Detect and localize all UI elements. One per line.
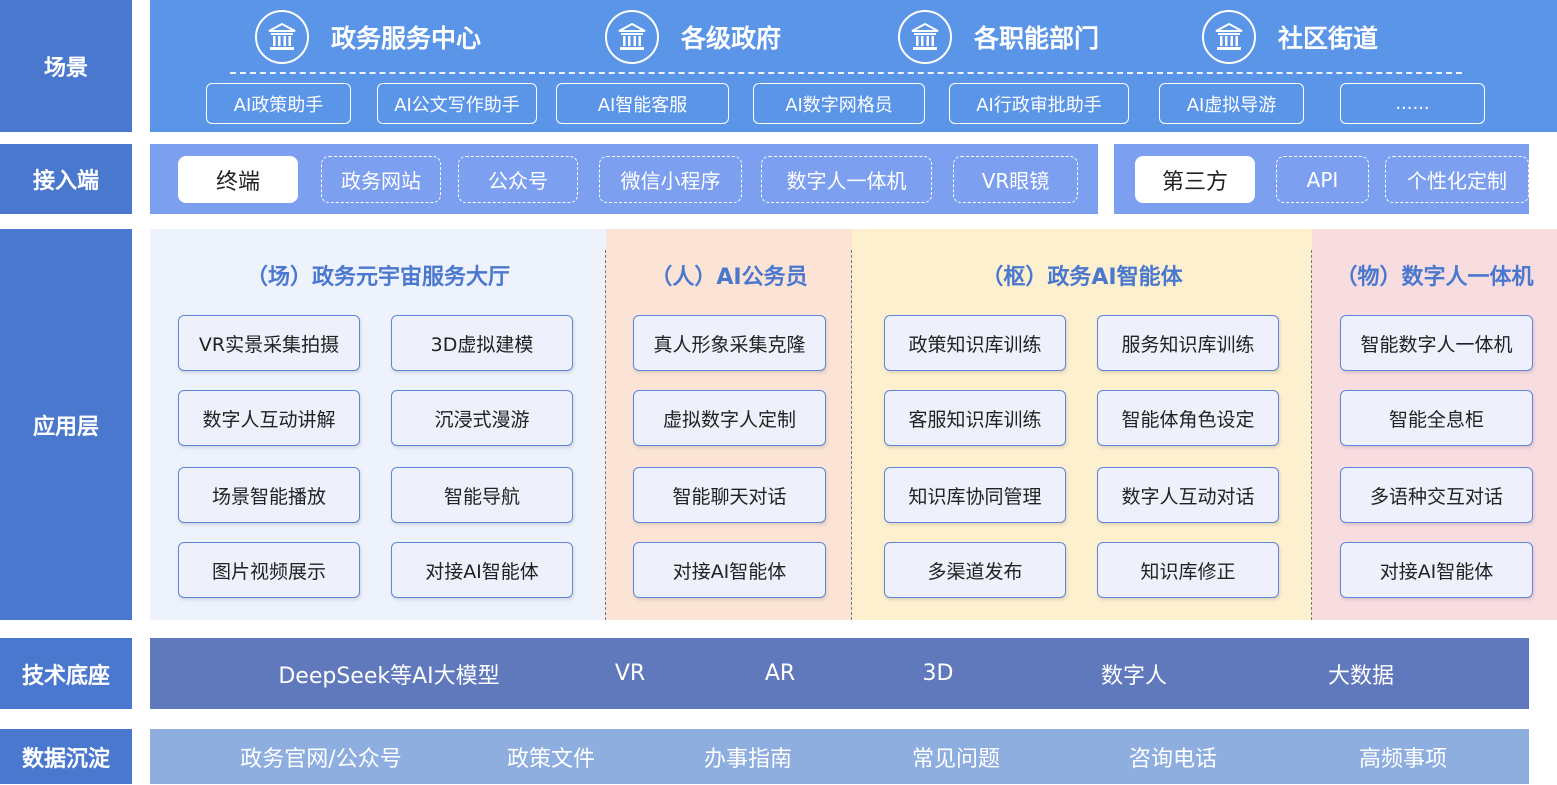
layer-label-app: 应用层 [0,229,132,620]
government-building-icon [255,10,309,64]
scene-title: 社区街道 [1278,24,1379,53]
scene-item: 各职能部门 [898,6,1099,68]
access-third-party-panel: 第三方 API 个性化定制 [1114,144,1529,214]
app-item: 服务知识库训练 [1097,315,1279,371]
data-item: 政务官网/公众号 [240,746,402,772]
scene-tag: AI行政审批助手 [949,83,1129,124]
app-column-kiosk: （物）数字人一体机 智能数字人一体机 智能全息柜 多语种交互对话 对接AI智能体 [1312,229,1557,620]
scene-item: 各级政府 [605,6,781,68]
tech-item: 数字人 [1100,663,1168,689]
data-item: 政策文件 [506,746,596,772]
app-item: 政策知识库训练 [884,315,1066,371]
government-building-icon [1202,10,1256,64]
layer-label-tech: 技术底座 [0,638,132,709]
scene-item: 社区街道 [1202,6,1378,68]
access-item: 公众号 [458,156,578,203]
scene-tag: AI虚拟导游 [1159,83,1304,124]
app-column-ai-agent: （枢）政务AI智能体 政策知识库训练 服务知识库训练 客服知识库训练 智能体角色… [852,229,1312,620]
app-item: 沉浸式漫游 [391,390,573,446]
app-item: 客服知识库训练 [884,390,1066,446]
app-item: 智能体角色设定 [1097,390,1279,446]
app-item: 图片视频展示 [178,542,360,598]
access-item: 微信小程序 [599,156,742,203]
column-divider [851,250,852,620]
access-item: VR眼镜 [953,156,1078,203]
app-item: 对接AI智能体 [1340,542,1533,598]
scene-tag: ...... [1340,83,1485,124]
column-divider [605,250,606,620]
app-item: 真人形象采集克隆 [633,315,826,371]
scene-title: 各级政府 [681,24,782,53]
column-divider [1311,250,1312,620]
app-item: 数字人互动对话 [1097,467,1279,523]
access-terminal-label: 终端 [178,156,298,203]
app-item: 对接AI智能体 [391,542,573,598]
access-item: 个性化定制 [1385,156,1529,203]
app-item: 多语种交互对话 [1340,467,1533,523]
access-third-party-label: 第三方 [1135,156,1255,203]
scene-tag: AI智能客服 [556,83,729,124]
app-item: VR实景采集拍摄 [178,315,360,371]
app-item: 知识库协同管理 [884,467,1066,523]
app-column-title: （物）数字人一体机 [1335,265,1534,290]
access-item: API [1276,156,1369,203]
scene-title: 政务服务中心 [331,24,482,53]
data-item: 办事指南 [703,746,793,772]
app-item: 智能聊天对话 [633,467,826,523]
access-terminal-panel: 终端 政务网站 公众号 微信小程序 数字人一体机 VR眼镜 [150,144,1098,214]
access-item: 数字人一体机 [761,156,932,203]
app-item: 智能全息柜 [1340,390,1533,446]
data-panel: 政务官网/公众号 政策文件 办事指南 常见问题 咨询电话 高频事项 [150,729,1529,784]
app-item: 对接AI智能体 [633,542,826,598]
app-column-title: （枢）政务AI智能体 [981,265,1183,290]
tech-item: 大数据 [1327,663,1395,689]
access-item: 政务网站 [321,156,441,203]
tech-item: AR [764,661,796,686]
layer-label-scene: 场景 [0,0,132,132]
scene-panel: 政务服务中心 各级政府 各职能部门 社区街道 AI政策助手 AI公文写作助手 A… [150,0,1557,132]
tech-item: VR [614,661,646,686]
app-item: 知识库修正 [1097,542,1279,598]
scene-item: 政务服务中心 [255,6,481,68]
scene-tag: AI公文写作助手 [377,83,537,124]
app-item: 数字人互动讲解 [178,390,360,446]
app-column-ai-official: （人）AI公务员 真人形象采集克隆 虚拟数字人定制 智能聊天对话 对接AI智能体 [606,229,852,620]
tech-item: 3D [922,661,954,686]
app-item: 多渠道发布 [884,542,1066,598]
data-item: 高频事项 [1358,746,1448,772]
app-column-title: （人）AI公务员 [650,265,808,290]
app-item: 3D虚拟建模 [391,315,573,371]
government-building-icon [605,10,659,64]
app-item: 场景智能播放 [178,467,360,523]
app-item: 智能数字人一体机 [1340,315,1533,371]
scene-title: 各职能部门 [974,24,1100,53]
scene-divider [230,72,1462,74]
layer-label-data: 数据沉淀 [0,729,132,784]
data-item: 咨询电话 [1128,746,1218,772]
layer-label-access: 接入端 [0,144,132,214]
app-item: 虚拟数字人定制 [633,390,826,446]
scene-tag: AI政策助手 [206,83,351,124]
tech-item: DeepSeek等AI大模型 [278,663,500,689]
scene-tag: AI数字网格员 [753,83,925,124]
app-column-hall: （场）政务元宇宙服务大厅 VR实景采集拍摄 3D虚拟建模 数字人互动讲解 沉浸式… [150,229,606,620]
app-column-title: （场）政务元宇宙服务大厅 [245,265,510,290]
tech-panel: DeepSeek等AI大模型 VR AR 3D 数字人 大数据 [150,638,1529,709]
data-item: 常见问题 [911,746,1001,772]
government-building-icon [898,10,952,64]
app-item: 智能导航 [391,467,573,523]
